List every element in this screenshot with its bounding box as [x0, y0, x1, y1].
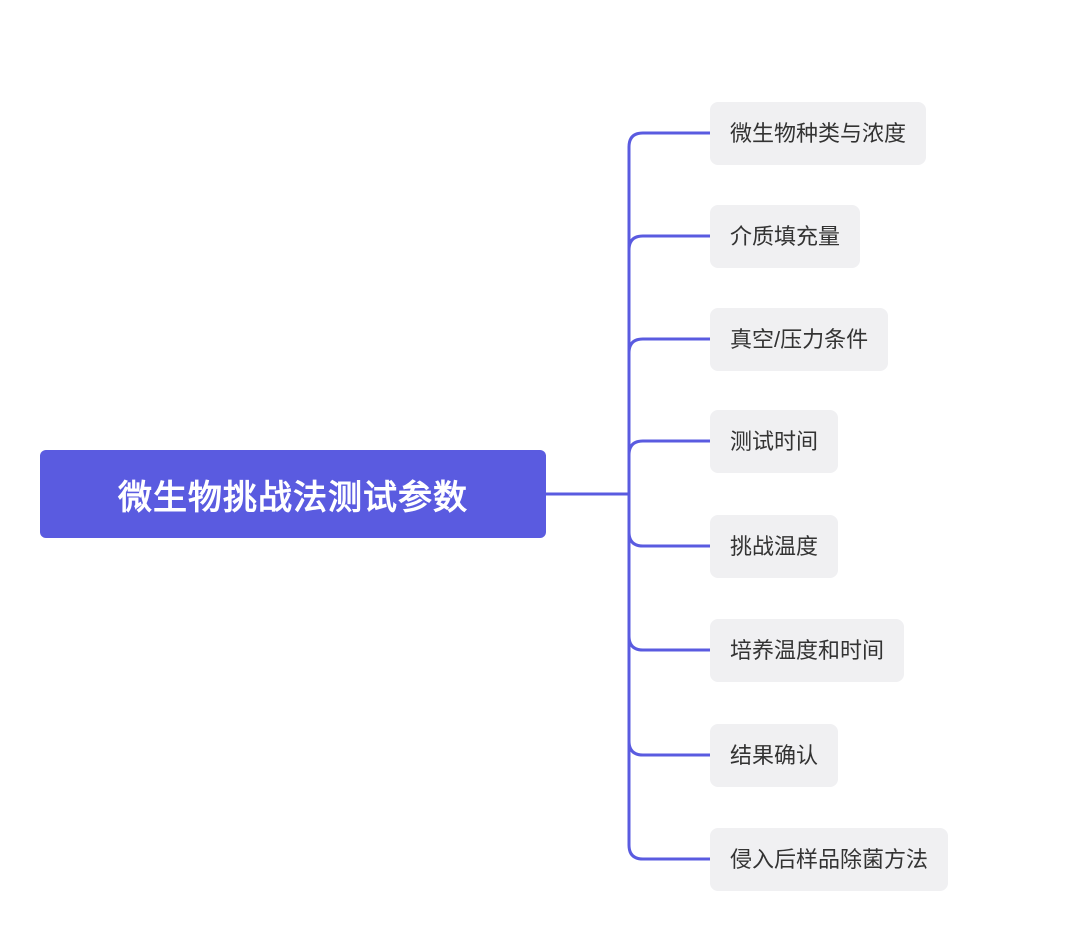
connector-branch-2	[627, 234, 712, 496]
child-node-label: 测试时间	[730, 429, 819, 454]
child-node-label: 结果确认	[730, 743, 819, 768]
connector-branch-6	[627, 492, 712, 652]
child-node-label: 介质填充量	[730, 224, 841, 249]
child-node-label: 微生物种类与浓度	[730, 121, 907, 146]
root-node[interactable]: 微生物挑战法测试参数	[40, 450, 546, 538]
child-node-test-time[interactable]: 测试时间	[710, 410, 839, 473]
connector-branch-7	[627, 492, 712, 757]
child-node-incubation-temp-time[interactable]: 培养温度和时间	[710, 619, 905, 682]
child-node-microbe-type[interactable]: 微生物种类与浓度	[710, 102, 927, 165]
child-node-label: 真空/压力条件	[730, 327, 869, 352]
child-node-sterilization-method[interactable]: 侵入后样品除菌方法	[710, 828, 949, 891]
connector-branch-3	[627, 337, 712, 496]
child-node-challenge-temperature[interactable]: 挑战温度	[710, 515, 839, 578]
child-node-label: 侵入后样品除菌方法	[730, 847, 929, 872]
child-node-label: 挑战温度	[730, 534, 819, 559]
connector-branch-4	[627, 439, 712, 496]
child-node-label: 培养温度和时间	[730, 638, 885, 663]
child-node-vacuum-pressure[interactable]: 真空/压力条件	[710, 308, 889, 371]
root-node-label: 微生物挑战法测试参数	[118, 478, 468, 517]
connector-branch-1	[627, 131, 712, 496]
connector-branch-5	[627, 492, 712, 548]
child-node-medium-fill[interactable]: 介质填充量	[710, 205, 861, 268]
child-node-result-confirmation[interactable]: 结果确认	[710, 724, 839, 787]
connector-branch-8	[627, 492, 712, 861]
